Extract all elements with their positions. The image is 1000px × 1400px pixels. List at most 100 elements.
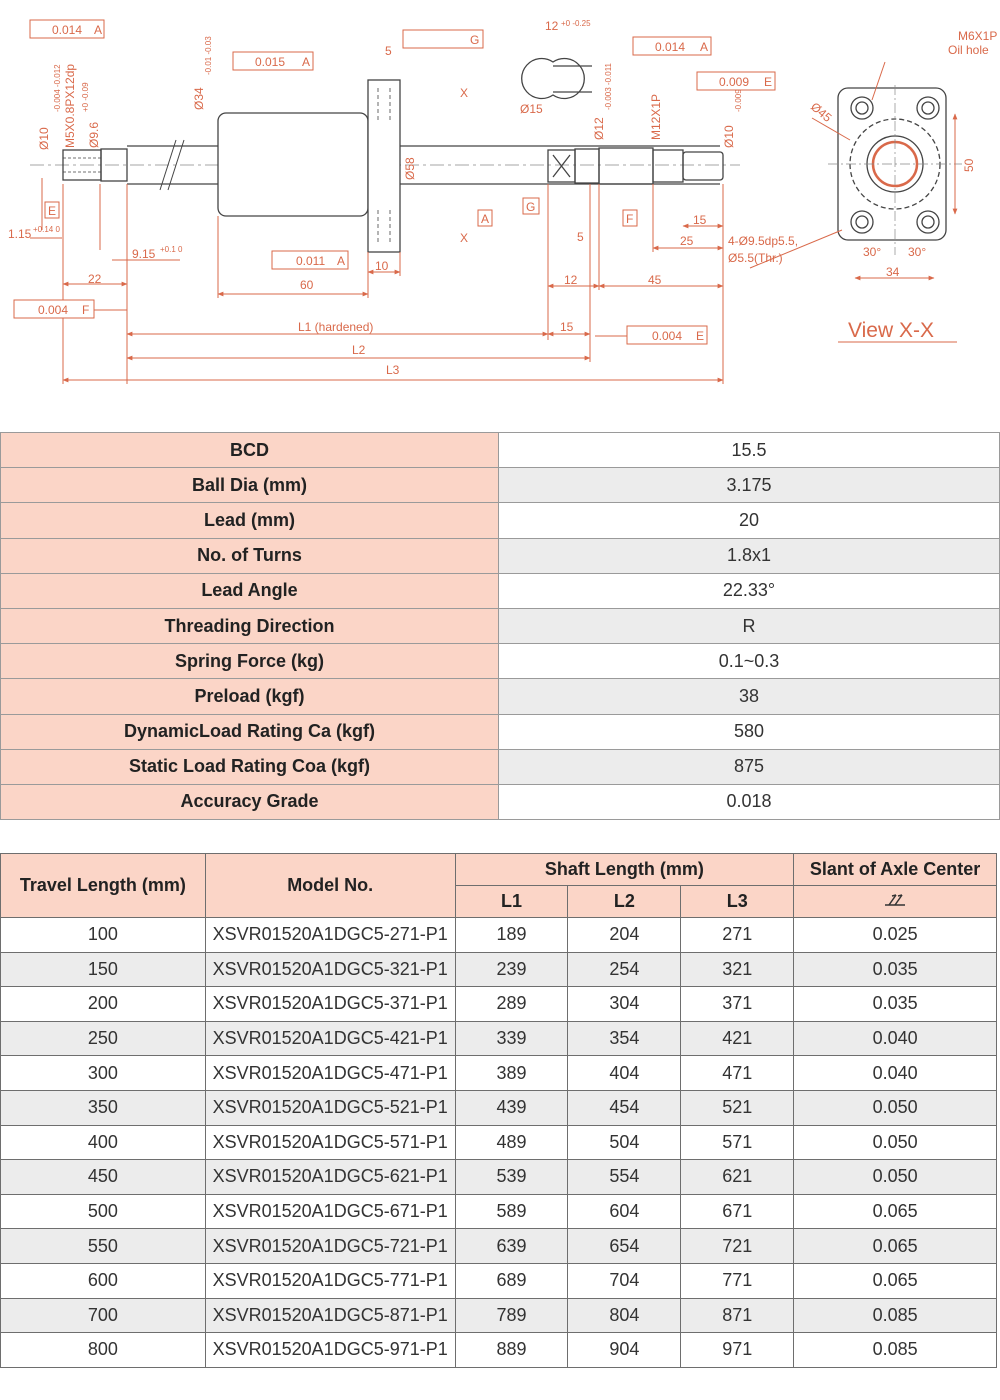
cell-l1: 339 bbox=[454, 1020, 569, 1057]
cell-l2: 704 bbox=[567, 1262, 682, 1299]
cell-l2: 904 bbox=[567, 1332, 682, 1368]
cell-slant: 0.065 bbox=[793, 1228, 997, 1264]
angle-left: 30° bbox=[863, 245, 881, 259]
header-slant: Slant of Axle Center bbox=[793, 853, 997, 886]
cell-slant: 0.050 bbox=[793, 1159, 997, 1195]
cell-slant: 0.035 bbox=[793, 951, 997, 988]
spec-value: 875 bbox=[498, 748, 1000, 785]
header-l3: L3 bbox=[680, 885, 795, 918]
spec-label: No. of Turns bbox=[0, 537, 499, 574]
spec-value: 22.33° bbox=[498, 572, 1000, 609]
tol-014-right-value: 0.014 bbox=[655, 40, 685, 54]
cell-travel: 550 bbox=[0, 1228, 206, 1264]
spec-value: R bbox=[498, 607, 1000, 645]
datum-e: E bbox=[48, 204, 56, 218]
cell-l2: 304 bbox=[567, 986, 682, 1022]
cell-slant: 0.035 bbox=[793, 986, 997, 1022]
spec-value: 15.5 bbox=[498, 431, 1000, 469]
cell-model: XSVR01520A1DGC5-621-P1 bbox=[204, 1159, 456, 1195]
cell-l1: 889 bbox=[454, 1332, 569, 1368]
cell-l1: 689 bbox=[454, 1262, 569, 1299]
cell-l1: 639 bbox=[454, 1228, 569, 1264]
dim-25: 25 bbox=[680, 234, 694, 248]
angle-right: 30° bbox=[908, 245, 926, 259]
dim-10: 10 bbox=[375, 259, 389, 273]
dim-15-right: 15 bbox=[693, 213, 707, 227]
oil-hole-line-1: M6X1P bbox=[958, 29, 997, 43]
cell-model: XSVR01520A1DGC5-571-P1 bbox=[204, 1124, 456, 1161]
tol-009-ref: E bbox=[764, 75, 772, 89]
spec-row: Ball Dia (mm)3.175 bbox=[0, 467, 1000, 504]
spec-label: Spring Force (kg) bbox=[0, 643, 499, 680]
spec-label: DynamicLoad Rating Ca (kgf) bbox=[0, 713, 499, 750]
oil-hole-line-2: Oil hole bbox=[948, 43, 989, 57]
cell-l2: 354 bbox=[567, 1020, 682, 1057]
cell-l3: 421 bbox=[680, 1020, 795, 1057]
cell-travel: 150 bbox=[0, 951, 206, 988]
cell-travel: 700 bbox=[0, 1297, 206, 1334]
cell-slant: 0.065 bbox=[793, 1262, 997, 1299]
cell-l1: 489 bbox=[454, 1124, 569, 1161]
dim-12-tol: +0 -0.25 bbox=[561, 19, 591, 28]
spec-label: Preload (kgf) bbox=[0, 678, 499, 715]
dia34-tol: -0.01 -0.03 bbox=[204, 36, 213, 75]
header-model: Model No. bbox=[204, 853, 456, 918]
cell-l3: 671 bbox=[680, 1193, 795, 1230]
runout-symbol-icon bbox=[793, 885, 997, 918]
spec-value: 0.1~0.3 bbox=[498, 643, 1000, 680]
cell-model: XSVR01520A1DGC5-421-P1 bbox=[204, 1020, 456, 1057]
cell-l1: 539 bbox=[454, 1159, 569, 1195]
cell-l3: 271 bbox=[680, 917, 795, 953]
tol-left-value: 0.014 bbox=[52, 23, 82, 37]
spec-value: 580 bbox=[498, 713, 1000, 750]
cell-l2: 504 bbox=[567, 1124, 682, 1161]
dim-1-15: 1.15 bbox=[8, 227, 32, 241]
tol-011-ref: A bbox=[337, 254, 345, 268]
cell-travel: 100 bbox=[0, 917, 206, 953]
datum-g: G bbox=[526, 200, 535, 214]
dia12-tol: -0.003 -0.011 bbox=[604, 62, 613, 110]
cell-travel: 500 bbox=[0, 1193, 206, 1230]
spec-value: 0.018 bbox=[498, 783, 1000, 821]
l2-label: L2 bbox=[352, 343, 366, 357]
dia45: Ø45 bbox=[808, 100, 835, 126]
cell-l3: 771 bbox=[680, 1262, 795, 1299]
cell-l3: 321 bbox=[680, 951, 795, 988]
dim-9-15-tol: +0.1 0 bbox=[160, 245, 183, 254]
spec-label: Accuracy Grade bbox=[0, 783, 499, 821]
header-travel: Travel Length (mm) bbox=[0, 853, 206, 918]
spec-label: Lead (mm) bbox=[0, 502, 499, 539]
cell-l3: 471 bbox=[680, 1055, 795, 1091]
cell-travel: 800 bbox=[0, 1332, 206, 1368]
cell-l3: 521 bbox=[680, 1089, 795, 1126]
tol-nut-value: 0.015 bbox=[255, 55, 285, 69]
spec-label: Static Load Rating Coa (kgf) bbox=[0, 748, 499, 785]
cell-travel: 250 bbox=[0, 1020, 206, 1057]
view-label: View X-X bbox=[848, 319, 934, 342]
cell-l2: 254 bbox=[567, 951, 682, 988]
header-shaft: Shaft Length (mm) bbox=[454, 853, 795, 886]
dia10-right-tol: -0.009 bbox=[734, 89, 743, 112]
spec-row: Static Load Rating Coa (kgf)875 bbox=[0, 748, 1000, 785]
cell-slant: 0.025 bbox=[793, 917, 997, 953]
dia58: Ø58 bbox=[403, 157, 417, 180]
datum-a: A bbox=[481, 212, 489, 226]
cell-model: XSVR01520A1DGC5-521-P1 bbox=[204, 1089, 456, 1126]
dim-5-top: 5 bbox=[385, 44, 392, 58]
cell-l3: 971 bbox=[680, 1332, 795, 1368]
cell-model: XSVR01520A1DGC5-271-P1 bbox=[204, 917, 456, 953]
spec-label: BCD bbox=[0, 431, 499, 469]
cell-travel: 450 bbox=[0, 1159, 206, 1195]
l1-label: L1 (hardened) bbox=[298, 320, 373, 334]
spec-row: DynamicLoad Rating Ca (kgf)580 bbox=[0, 713, 1000, 750]
cell-l1: 189 bbox=[454, 917, 569, 953]
cell-model: XSVR01520A1DGC5-771-P1 bbox=[204, 1262, 456, 1299]
